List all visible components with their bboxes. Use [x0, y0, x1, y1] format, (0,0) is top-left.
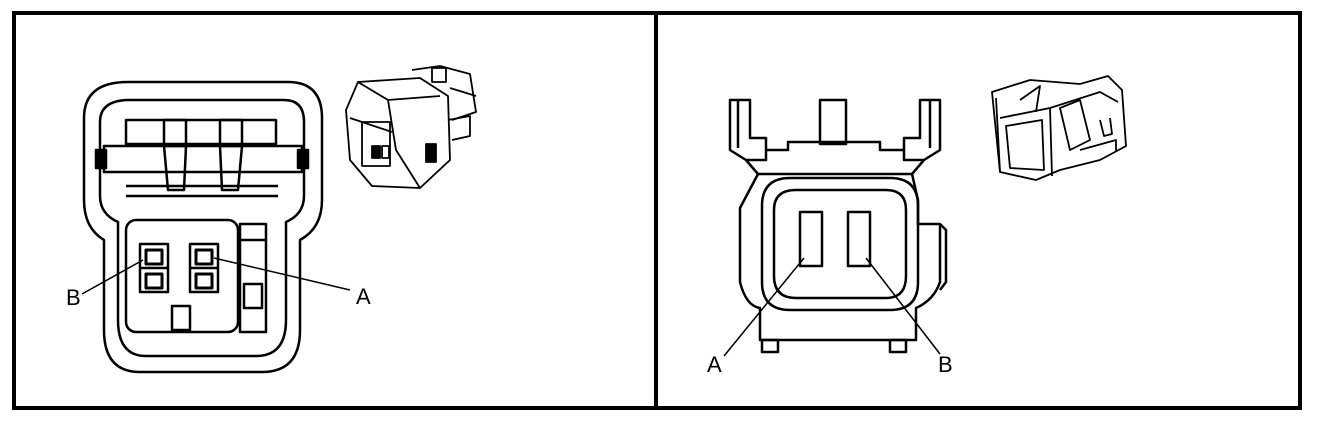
right-label-b: B: [938, 352, 953, 377]
left-leader-b: [81, 259, 144, 295]
left-connector-thumbnail: [345, 65, 477, 189]
right-connector-face: [728, 98, 948, 354]
right-terminal-b: [846, 210, 872, 268]
right-housing-thumbnail: [991, 75, 1127, 181]
right-panel: [723, 75, 1127, 357]
left-leader-a: [213, 257, 351, 291]
right-leader-b: [865, 257, 941, 355]
left-terminal-b: [138, 242, 170, 294]
left-label-a: A: [356, 284, 371, 309]
left-connector-face: [82, 80, 324, 374]
left-label-b: B: [66, 285, 81, 310]
right-leader-a: [723, 257, 805, 357]
right-label-a: A: [707, 352, 722, 377]
left-panel: [81, 65, 477, 374]
left-terminal-a: [188, 242, 220, 294]
right-terminal-a: [798, 210, 824, 268]
